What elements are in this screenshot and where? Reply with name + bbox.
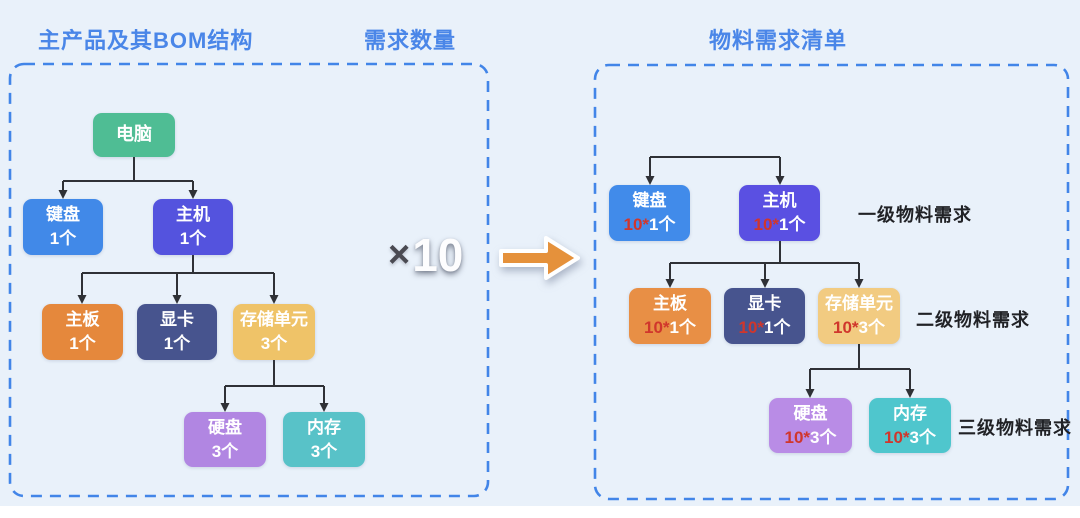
req-node-gpu: 显卡 10*1个 (724, 288, 805, 344)
quantity-part: 1个 (764, 318, 791, 337)
node-label: 显卡 (747, 294, 782, 314)
node-quantity: 10*1个 (754, 213, 806, 237)
node-label: 主板 (65, 310, 100, 330)
quantity-part: 1个 (179, 229, 207, 248)
node-label: 存储单元 (240, 310, 308, 330)
quantity-part: 1个 (669, 318, 696, 337)
requirements-section-title: 物料需求清单 (709, 28, 848, 53)
bom-node-storage-unit: 存储单元 3个 (233, 304, 315, 360)
quantity-part: 3个 (909, 427, 936, 447)
transform-arrow-icon (499, 236, 580, 280)
node-quantity: 10*1个 (739, 316, 791, 340)
node-label: 存储单元 (825, 294, 893, 314)
node-quantity: 10*3个 (785, 426, 837, 450)
node-label: 硬盘 (208, 417, 242, 437)
node-label: 主板 (653, 294, 687, 314)
bom-node-memory: 内存 3个 (283, 412, 365, 467)
multiplier-part: 10* (884, 427, 910, 447)
node-quantity: 3个 (261, 332, 287, 356)
node-label: 键盘 (632, 191, 667, 211)
node-quantity: 10*1个 (644, 316, 696, 340)
times-symbol: × (388, 234, 411, 276)
quantity-part: 1个 (779, 215, 806, 234)
bom-node-motherboard: 主板 1个 (42, 304, 123, 360)
quantity-part: 3个 (260, 334, 288, 353)
node-quantity: 10*3个 (833, 316, 885, 340)
node-label: 键盘 (46, 205, 80, 225)
node-quantity: 10*3个 (884, 426, 936, 450)
node-quantity: 1个 (164, 332, 190, 356)
bom-node-gpu: 显卡 1个 (137, 304, 217, 360)
bom-tree-connectors (62, 157, 325, 407)
node-quantity: 10*1个 (624, 213, 676, 237)
node-label: 主机 (176, 205, 210, 225)
level3-requirement-label: 三级物料需求 (958, 418, 1072, 438)
node-quantity: 1个 (69, 332, 95, 356)
multiplier-part: 10* (833, 318, 859, 337)
multiplier-part: 10* (644, 318, 670, 337)
bom-section-title: 主产品及其BOM结构 (38, 28, 254, 53)
req-node-motherboard: 主板 10*1个 (629, 288, 711, 344)
bom-node-harddisk: 硬盘 3个 (184, 412, 266, 467)
quantity-part: 3个 (211, 441, 239, 461)
node-label: 电脑 (116, 124, 152, 145)
quantity-part: 1个 (649, 215, 676, 234)
quantity-part: 1个 (69, 334, 96, 353)
node-label: 显卡 (160, 310, 194, 330)
req-node-memory: 内存 10*3个 (869, 398, 951, 453)
multiplier-part: 10* (623, 215, 650, 234)
node-quantity: 1个 (180, 227, 206, 251)
multiplier-part: 10* (738, 318, 765, 337)
node-label: 硬盘 (793, 403, 828, 423)
req-node-harddisk: 硬盘 10*3个 (769, 398, 852, 453)
bom-node-keyboard: 键盘 1个 (23, 199, 103, 255)
bom-node-host: 主机 1个 (153, 199, 233, 255)
quantity-part: 1个 (49, 229, 77, 248)
node-label: 主机 (762, 191, 797, 211)
node-quantity: 3个 (311, 440, 337, 464)
demand-multiplier: × 10 (388, 232, 463, 278)
demand-quantity-value: 10 (412, 229, 464, 281)
bottom-white-strip (0, 506, 1080, 518)
node-quantity: 3个 (212, 440, 238, 464)
quantity-part: 3个 (858, 318, 885, 337)
demand-quantity-title: 需求数量 (364, 28, 457, 53)
req-node-storage-unit: 存储单元 10*3个 (818, 288, 900, 344)
req-node-host: 主机 10*1个 (739, 185, 820, 241)
quantity-part: 3个 (810, 427, 837, 447)
bom-node-computer: 电脑 (93, 113, 175, 157)
node-quantity: 1个 (50, 227, 76, 251)
multiplier-part: 10* (753, 215, 780, 234)
quantity-part: 3个 (310, 441, 338, 461)
node-label: 内存 (893, 403, 927, 423)
level1-requirement-label: 一级物料需求 (858, 205, 972, 225)
level2-requirement-label: 二级物料需求 (916, 310, 1030, 330)
multiplier-part: 10* (784, 427, 811, 447)
node-label: 内存 (307, 417, 341, 437)
req-node-keyboard: 键盘 10*1个 (609, 185, 690, 241)
quantity-part: 1个 (163, 334, 191, 353)
